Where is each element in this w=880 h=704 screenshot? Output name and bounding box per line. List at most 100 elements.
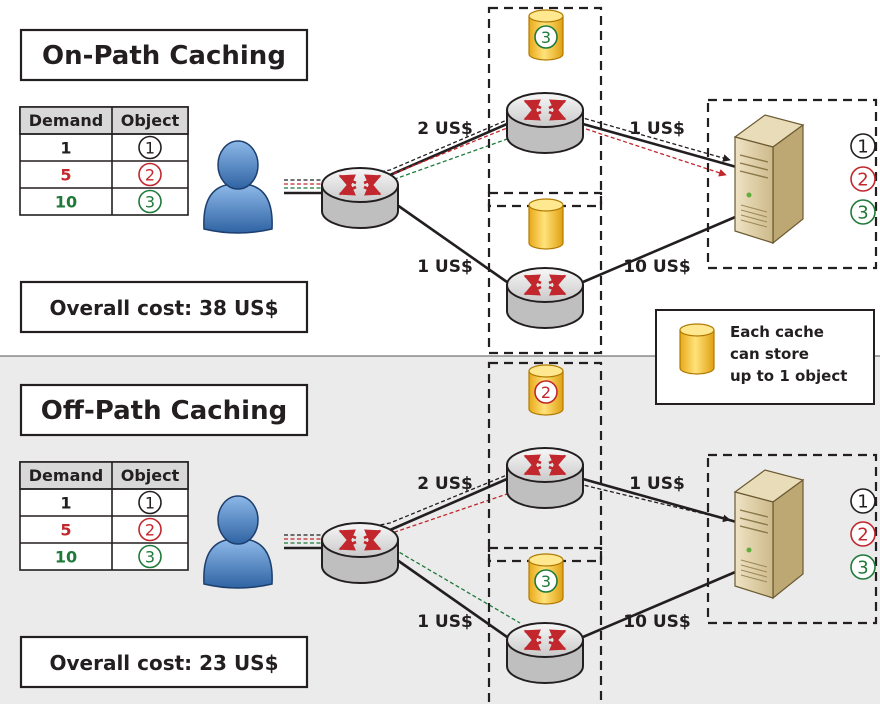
table-demand-value: 1 — [60, 494, 71, 513]
bottom-cache — [528, 198, 564, 250]
top-cache-object-digit: 2 — [541, 383, 551, 402]
top-cache-object: 3 — [534, 25, 558, 49]
bottom-cache-object-digit: 3 — [541, 572, 551, 591]
table-object-id-digit: 2 — [145, 165, 155, 184]
edge-router-arrow-2 — [338, 181, 357, 196]
link-router-top — [389, 122, 508, 177]
top-cache-object: 2 — [534, 380, 558, 404]
server-object-id-ring — [850, 554, 876, 580]
table-header-object: Object — [121, 111, 180, 130]
server-object-id-digit: 3 — [857, 202, 868, 223]
table-object-id-ring — [138, 517, 162, 542]
table-demand-value: 5 — [60, 166, 71, 185]
origin-server-vent-3 — [740, 574, 768, 583]
panel-title: Off-Path Caching — [41, 396, 287, 426]
table-header-demand: Demand — [29, 111, 103, 130]
origin-server-vent-1 — [740, 209, 768, 218]
origin-server-slot-2 — [739, 525, 769, 534]
server-object-id-ring — [850, 488, 876, 514]
cost-label-user-bottom: 1 US$ — [417, 612, 473, 632]
demand-table-header-row — [19, 106, 189, 135]
user-icon-body — [203, 539, 273, 589]
origin-server-led — [746, 547, 752, 553]
bottom-router-arrow-2 — [523, 281, 542, 296]
user-icon-head — [217, 495, 259, 545]
top-cache: 3 — [528, 9, 564, 61]
link-bottom-server — [582, 213, 741, 284]
overall-cost: Overall cost: 23 US$ — [49, 651, 278, 675]
panel-title-box — [19, 28, 309, 82]
bottom-cache-object-ring — [534, 569, 558, 593]
link-bottom-server — [582, 568, 741, 639]
top-router-arrow-3 — [548, 461, 567, 476]
origin-server-slot-0 — [739, 509, 769, 518]
cost-label-user-top: 2 US$ — [417, 474, 473, 494]
origin-server-vent-0 — [740, 559, 768, 568]
legend-cache-icon-lid — [679, 323, 715, 337]
edge-router — [321, 167, 399, 229]
link-router-top — [389, 477, 508, 532]
server-box — [706, 98, 878, 270]
top-cache-lid — [528, 9, 564, 23]
flow-object-2 — [284, 127, 727, 185]
top-router-arrow-2 — [523, 461, 542, 476]
flow-object-2 — [284, 492, 511, 540]
user-icon-body — [203, 184, 273, 234]
flow-object-3 — [284, 542, 521, 624]
edge-router-top — [321, 167, 399, 203]
cost-label-user-bottom: 1 US$ — [417, 257, 473, 277]
server-object-id: 1 — [850, 133, 876, 159]
origin-server-vent-1 — [740, 564, 768, 573]
table-demand-value: 1 — [60, 139, 71, 158]
origin-server — [733, 114, 805, 245]
bottom-cache: 3 — [528, 553, 564, 605]
cost-label-bottom-server: 10 US$ — [623, 612, 690, 632]
overall-cost: Overall cost: 38 US$ — [49, 296, 278, 320]
cost-label-bottom-server: 10 US$ — [623, 257, 690, 277]
edge-router-arrow-2 — [338, 536, 357, 551]
legend-text-line: up to 1 object — [730, 367, 847, 385]
top-router — [506, 447, 584, 509]
table-object-id: 3 — [138, 544, 162, 569]
flow-object-1 — [284, 117, 731, 181]
server-object-id: 3 — [850, 199, 876, 225]
user-icon — [203, 495, 273, 589]
edge-router-arrow-3 — [363, 181, 382, 196]
server-object-id-ring — [850, 199, 876, 225]
request-flows — [284, 474, 731, 624]
user-icon — [203, 140, 273, 234]
flow-object-1 — [284, 474, 731, 536]
table-demand-value: 10 — [55, 548, 77, 567]
bottom-router-arrow-3 — [548, 281, 567, 296]
table-header-demand: Demand — [29, 466, 103, 485]
table-object-id: 1 — [138, 490, 162, 515]
top-cache-object-ring — [534, 25, 558, 49]
link-top-server — [582, 122, 741, 170]
origin-server-slot-0 — [739, 154, 769, 163]
cost-label-top-server: 1 US$ — [629, 119, 685, 139]
table-demand-value: 5 — [60, 521, 71, 540]
server-object-id-digit: 1 — [857, 491, 868, 512]
table-demand-value: 10 — [55, 193, 77, 212]
overall-cost-box — [19, 635, 309, 689]
origin-server-slot-2 — [739, 170, 769, 179]
legend-cache-icon — [679, 323, 715, 375]
legend-cache-icon-body — [679, 329, 715, 375]
bottom-cache-lid — [528, 553, 564, 567]
legend-text-line: Each cache — [730, 323, 824, 341]
origin-server-led — [746, 192, 752, 198]
server-object-id-digit: 2 — [857, 169, 868, 190]
table-object-id-digit: 3 — [145, 547, 155, 566]
top-cache: 2 — [528, 364, 564, 416]
bottom-router-top — [506, 267, 584, 303]
table-object-id: 3 — [138, 189, 162, 214]
panel-title: On-Path Caching — [42, 41, 286, 71]
flow-object-3 — [284, 137, 511, 189]
table-object-id-digit: 3 — [145, 192, 155, 211]
table-object-id-ring — [138, 490, 162, 515]
